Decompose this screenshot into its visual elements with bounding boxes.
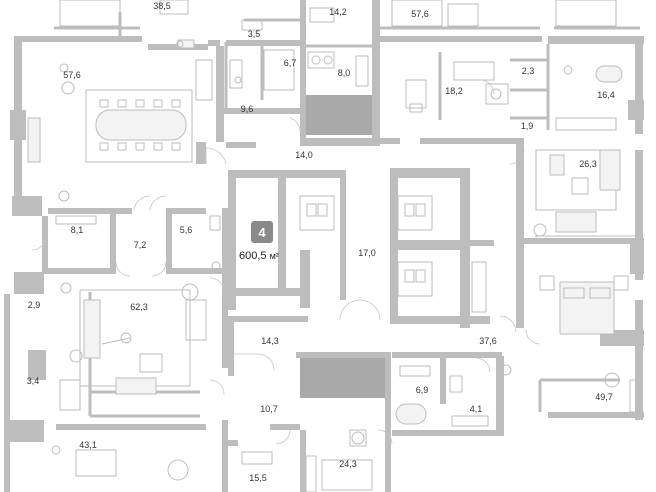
room-area-label: 14,2 [329, 7, 347, 17]
room-area-label: 62,3 [130, 302, 148, 312]
room-area-label: 7,2 [134, 240, 147, 250]
walls [4, 0, 644, 492]
room-area-label: 4,1 [470, 404, 483, 414]
room-area-label: 26,3 [579, 159, 597, 169]
room-area-label: 6,7 [284, 58, 297, 68]
apartment-number: 4 [258, 225, 266, 240]
apartment-total-area: 600,5 м² [239, 250, 279, 262]
room-area-label: 57,6 [411, 9, 429, 19]
room-area-label: 2,9 [28, 300, 41, 310]
room-area-label: 3,4 [27, 376, 40, 386]
furniture [27, 0, 639, 492]
room-area-label: 16,4 [597, 90, 615, 100]
room-area-label: 2,3 [522, 66, 535, 76]
room-area-label: 9,6 [241, 104, 254, 114]
apartment-number-badge [251, 221, 273, 243]
room-area-label: 8,0 [338, 68, 351, 78]
room-area-label: 10,7 [260, 404, 278, 414]
room-area-label: 6,9 [416, 385, 429, 395]
room-labels: 38,5 14,2 57,6 3,5 6,7 8,0 57,6 2,3 18,2… [27, 1, 615, 483]
room-area-label: 14,0 [295, 150, 313, 160]
room-area-label: 24,3 [339, 459, 357, 469]
room-area-label: 15,5 [249, 473, 267, 483]
room-area-label: 17,0 [358, 248, 376, 258]
area-unit: м² [270, 251, 279, 261]
elevators [299, 195, 433, 297]
room-area-label: 57,6 [63, 70, 81, 80]
room-area-label: 37,6 [479, 336, 497, 346]
room-area-label: 8,1 [71, 225, 84, 235]
room-area-label: 3,5 [248, 29, 261, 39]
apartment-badge: 4 600,5 м² [239, 221, 279, 262]
room-area-label: 43,1 [79, 440, 97, 450]
room-area-label: 18,2 [445, 86, 463, 96]
room-area-label: 5,6 [180, 225, 193, 235]
room-area-label: 1,9 [521, 121, 534, 131]
doors [31, 79, 541, 445]
room-area-label: 38,5 [153, 1, 171, 11]
room-area-label: 49,7 [595, 392, 613, 402]
room-area-label: 14,3 [261, 336, 279, 346]
